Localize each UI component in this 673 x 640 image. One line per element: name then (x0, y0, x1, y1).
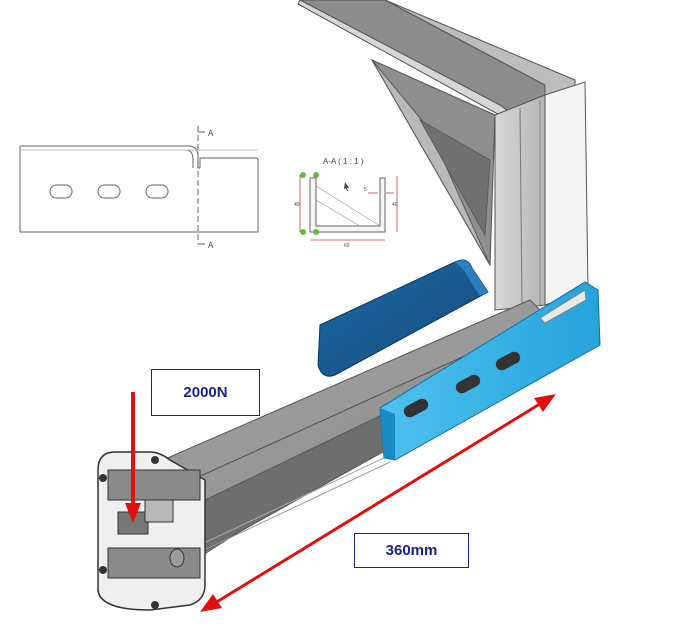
side-slot-3 (145, 184, 169, 199)
force-label: 2000N (151, 369, 260, 416)
support-block (317, 259, 489, 377)
vertical-post (494, 81, 589, 311)
length-label: 360mm (354, 533, 469, 568)
slot-hole-1 (403, 398, 429, 418)
side-slot-1 (49, 184, 73, 199)
mounting-plate (379, 281, 601, 461)
cut-line-label-top: A (208, 129, 214, 138)
section-bottom-dimension: 60 (344, 243, 350, 249)
slot-hole-3 (495, 351, 521, 371)
force-label-text: 2000N (183, 384, 228, 401)
force-arrow (125, 392, 141, 523)
length-label-text: 360mm (385, 542, 438, 559)
side-slot-2 (97, 184, 121, 199)
section-view-title: A-A ( 1 : 1 ) (323, 157, 364, 166)
side-view-drawing (19, 126, 259, 245)
end-clamp (97, 451, 206, 611)
section-left-dimension: 40 (294, 202, 300, 208)
gusset-brace (370, 58, 496, 267)
slot-hole-2 (455, 374, 481, 394)
length-dimension-arrow (200, 394, 556, 612)
cut-line-label-bottom: A (208, 241, 214, 250)
section-view-drawing (299, 172, 398, 241)
section-right-dimension: 40 (392, 202, 398, 208)
section-thickness-dimension: 5 (364, 187, 367, 193)
